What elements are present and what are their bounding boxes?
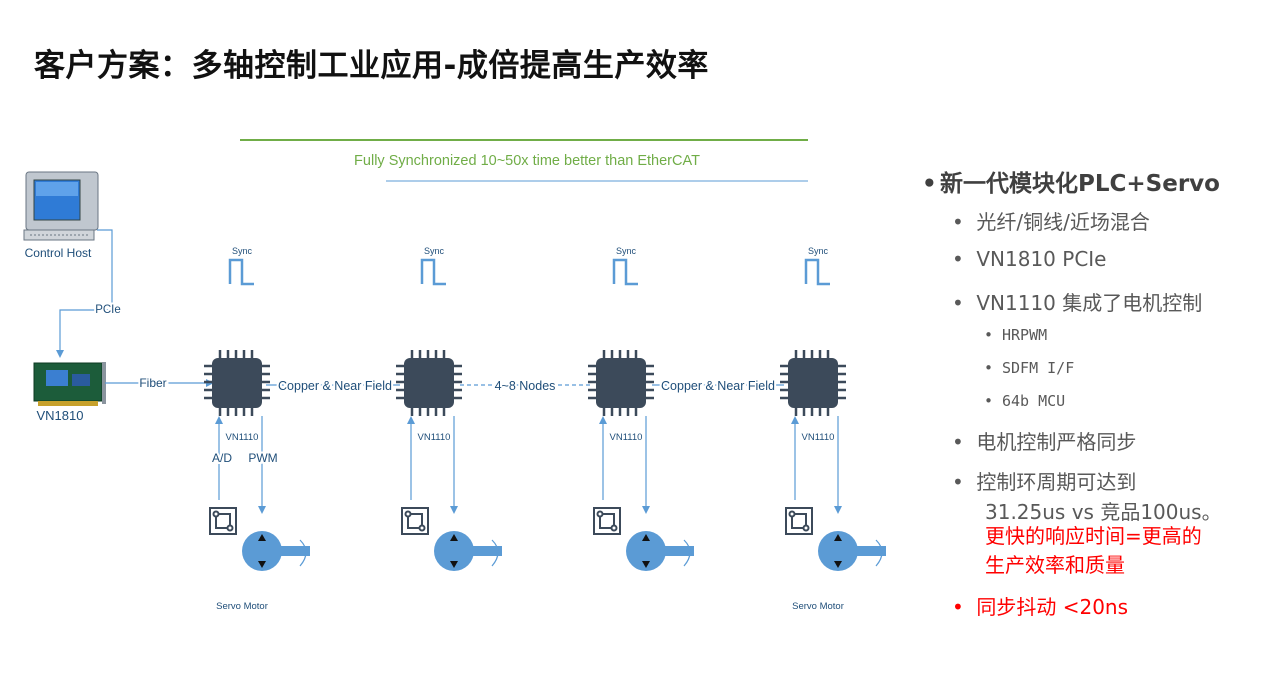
pcie-link [59, 229, 113, 352]
node-2: Sync VN1110 [396, 246, 502, 571]
link-label-1: Copper & Near Field [278, 379, 392, 393]
node-3: Sync VN1110 [588, 246, 694, 571]
bullet-item-text: 光纤/铜线/近场混合 [976, 210, 1150, 234]
ad-arrow [407, 416, 415, 424]
sub-bullet-item: •HRPWM [984, 326, 1048, 344]
chip-icon [204, 350, 270, 416]
servo-label: Servo Motor [216, 601, 268, 612]
pwm-arrow [450, 506, 458, 514]
chip-icon [396, 350, 462, 416]
chip-label: VN1110 [418, 432, 451, 443]
servo-label: Servo Motor [792, 601, 844, 612]
ad-arrow [215, 416, 223, 424]
ad-arrow [791, 416, 799, 424]
pwm-arrow [642, 506, 650, 514]
sync-label: Sync [424, 246, 445, 256]
servo-motor-icon [434, 531, 502, 571]
sync-pulse-icon [228, 258, 254, 286]
sensor-circuit-icon [593, 507, 621, 535]
pwm-arrow [834, 506, 842, 514]
sub-bullet-text: HRPWM [1002, 326, 1048, 344]
sensor-circuit-icon [401, 507, 429, 535]
node-1: Sync VN1110 A/D PWM Servo Motor [204, 246, 310, 612]
sub-bullet-item: •64b MCU [984, 392, 1066, 410]
servo-motor-icon [242, 531, 310, 571]
chip-label: VN1110 [226, 432, 259, 443]
pcie-arrow [56, 350, 64, 358]
sync-pulse-icon [420, 258, 446, 286]
bullet-main: •新一代模块化PLC+Servo [922, 171, 1220, 197]
bullet-item-text: VN1110 集成了电机控制 [976, 291, 1203, 315]
bullet-item-text: VN1810 PCIe [976, 247, 1107, 271]
bullet-jitter-text: 同步抖动 <20ns [976, 595, 1129, 619]
chip-icon [588, 350, 654, 416]
pcie-label: PCIe [95, 304, 121, 316]
card-label: VN1810 [37, 408, 84, 423]
sync-banner-text: Fully Synchronized 10~50x time better th… [354, 153, 700, 169]
sensor-circuit-icon [785, 507, 813, 535]
bullet-item: • 光纤/铜线/近场混合 [952, 210, 1150, 234]
ad-label: A/D [212, 451, 232, 465]
computer-icon [23, 171, 99, 241]
link-label-2: 4~8 Nodes [495, 379, 556, 393]
fiber-label: Fiber [139, 376, 166, 390]
bullet-jitter: • 同步抖动 <20ns [952, 595, 1129, 619]
sub-bullet-text: 64b MCU [1002, 392, 1066, 410]
sub-bullet-text: SDFM I/F [1002, 359, 1075, 377]
node-4: Sync VN1110 Servo Motor [780, 246, 886, 612]
bullet-item: • 电机控制严格同步 [952, 430, 1137, 454]
bullet-item-text: 控制环周期可达到 [976, 470, 1137, 494]
servo-motor-icon [818, 531, 886, 571]
control-host-label: Control Host [25, 246, 92, 260]
highlight-text-2: 生产效率和质量 [985, 553, 1125, 577]
chip-icon [780, 350, 846, 416]
chip-label: VN1110 [802, 432, 835, 443]
sync-pulse-icon [804, 258, 830, 286]
pwm-arrow [258, 506, 266, 514]
cycle-text: 31.25us vs 竞品100us。 [985, 500, 1222, 524]
bullet-item: • VN1810 PCIe [952, 247, 1107, 271]
bullet-item: • 控制环周期可达到 [952, 470, 1137, 494]
highlight-text-1: 更快的响应时间=更高的 [985, 524, 1202, 548]
ad-arrow [599, 416, 607, 424]
bullet-item-text: 电机控制严格同步 [976, 430, 1137, 454]
chip-label: VN1110 [610, 432, 643, 443]
servo-motor-icon [626, 531, 694, 571]
sub-bullet-item: •SDFM I/F [984, 359, 1075, 377]
bullet-main-text: 新一代模块化PLC+Servo [940, 171, 1220, 197]
page-title: 客户方案：多轴控制工业应用-成倍提高生产效率 [34, 48, 709, 84]
sync-label: Sync [232, 246, 253, 256]
sensor-circuit-icon [209, 507, 237, 535]
sync-pulse-icon [612, 258, 638, 286]
sync-label: Sync [616, 246, 637, 256]
system-diagram: Fully Synchronized 10~50x time better th… [23, 139, 886, 612]
bullet-item: • VN1110 集成了电机控制 [952, 291, 1203, 315]
pwm-label: PWM [248, 451, 277, 465]
sync-label: Sync [808, 246, 829, 256]
pcie-card-icon [33, 362, 106, 406]
link-label-3: Copper & Near Field [661, 379, 775, 393]
